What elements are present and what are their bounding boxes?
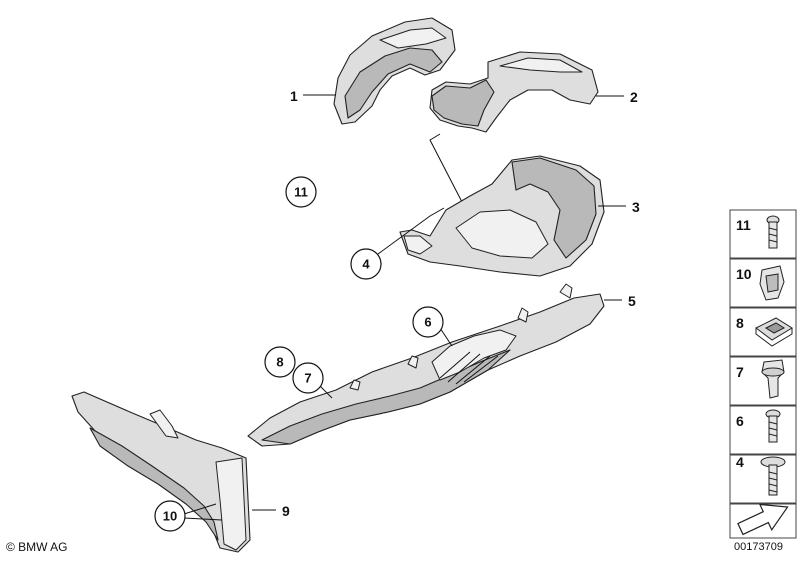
leader-4	[377, 207, 445, 255]
document-id: 00173709	[734, 541, 783, 553]
callout-11: 11	[294, 185, 308, 200]
screw-4-icon	[760, 456, 786, 496]
legend-cell-11	[729, 209, 797, 259]
callout-2: 2	[630, 89, 638, 105]
callout-9: 9	[282, 503, 290, 519]
part-5-lower-dash-trim	[247, 283, 605, 447]
screw-11-icon	[766, 215, 780, 249]
legend-label-10: 10	[736, 266, 752, 282]
rivet-7-icon	[761, 359, 785, 399]
arrow-icon	[737, 503, 789, 536]
screw-6-icon	[765, 409, 781, 443]
nut-8-icon	[755, 317, 793, 347]
callout-10-badge: 10	[154, 500, 186, 532]
legend-label-6: 6	[736, 413, 744, 429]
legend-label-7: 7	[736, 364, 744, 380]
part-3-column-cover-lower	[399, 155, 605, 277]
callout-11-badge: 11	[285, 176, 317, 208]
part-9-side-trim	[71, 391, 251, 553]
legend-cell-6	[729, 405, 797, 455]
callout-4: 4	[362, 257, 370, 272]
callout-8: 8	[276, 355, 283, 370]
clip-10-icon	[759, 265, 785, 301]
part-1-upper-trim	[333, 17, 456, 125]
leader-6	[439, 327, 453, 347]
callout-10: 10	[163, 509, 177, 524]
legend-label-4: 4	[736, 454, 744, 470]
callout-7: 7	[304, 371, 311, 386]
legend-label-11: 11	[736, 217, 751, 233]
part-5-ribs	[439, 351, 499, 385]
leader-2-to-4	[429, 133, 463, 203]
callout-7-badge: 7	[292, 362, 324, 394]
callout-6-badge: 6	[412, 306, 444, 338]
callout-5: 5	[628, 293, 636, 309]
callout-8-badge: 8	[264, 346, 296, 378]
callout-6: 6	[424, 315, 431, 330]
copyright-text: © BMW AG	[6, 540, 68, 554]
part-2-column-cover-upper	[429, 51, 599, 133]
leader-10	[183, 503, 223, 521]
callout-1: 1	[290, 88, 298, 104]
callout-3: 3	[632, 199, 640, 215]
callout-4-badge: 4	[350, 248, 382, 280]
fastener-legend: 11 10 8 7 6	[729, 209, 797, 539]
legend-label-8: 8	[736, 315, 744, 331]
